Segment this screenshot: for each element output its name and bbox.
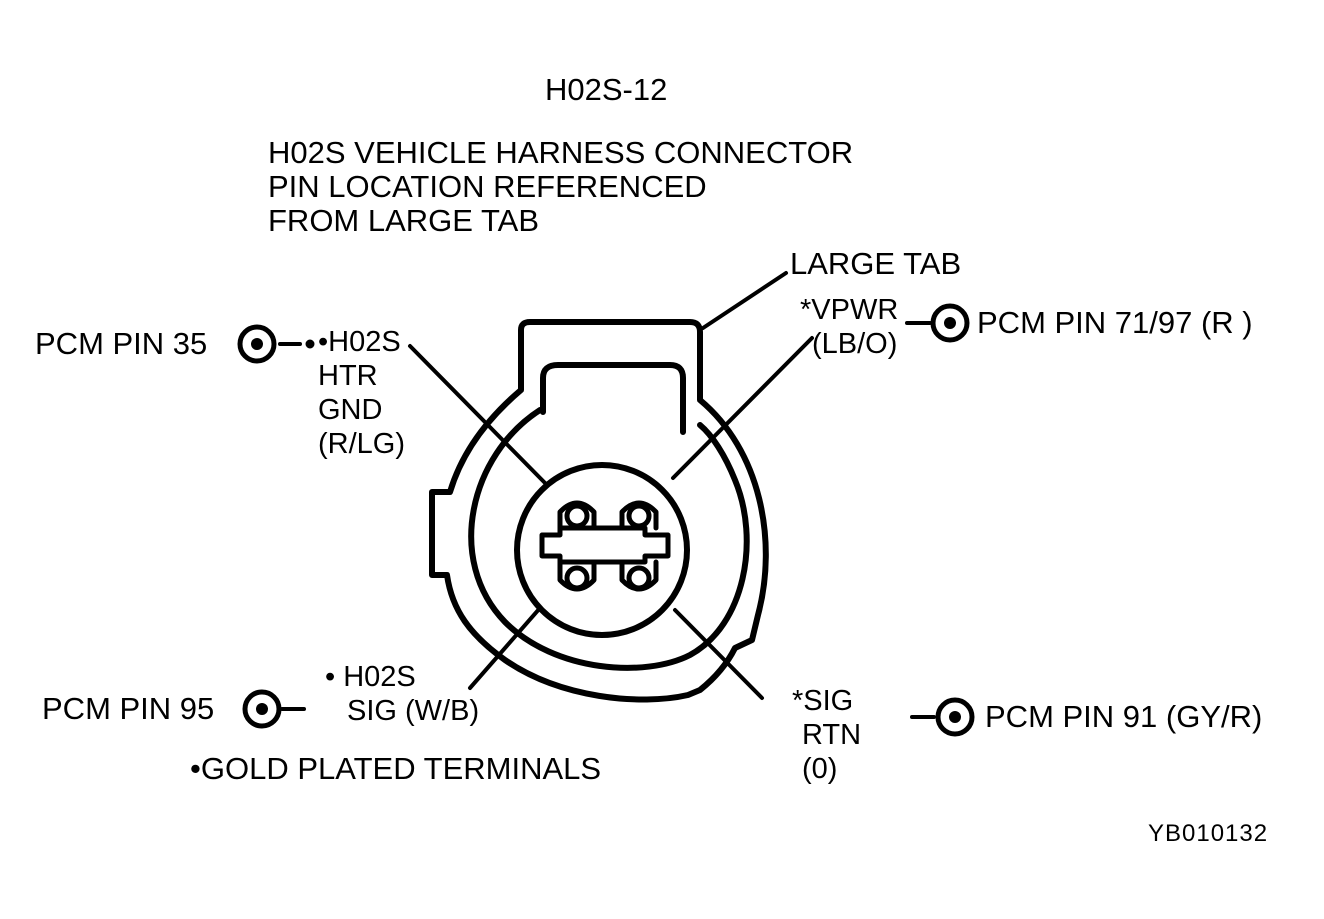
connector-outer-housing xyxy=(429,319,769,703)
leader-sig-rtn xyxy=(673,608,764,700)
circuit-line: (R/LG) xyxy=(318,428,405,460)
circuit-line: HTR xyxy=(318,360,378,392)
pcm-pin-35-symbol xyxy=(237,324,277,364)
pcm-pin-71-97-label: PCM PIN 71/97 (R ) xyxy=(977,305,1253,340)
pcm-pin-95-label: PCM PIN 95 xyxy=(42,691,215,726)
circuit-line: *VPWR xyxy=(800,294,899,326)
circuit-line: (0) xyxy=(802,753,838,785)
circuit-line: *SIG xyxy=(792,685,854,717)
leader-lines xyxy=(278,271,936,719)
diagram-description: H02S VEHICLE HARNESS CONNECTOR PIN LOCAT… xyxy=(268,136,853,238)
pcm-pin-symbols xyxy=(237,303,975,737)
pcm-pin-91-label: PCM PIN 91 (GY/R) xyxy=(985,699,1263,734)
vpwr-circuit-label: *VPWR (LB/O) xyxy=(800,293,898,361)
sig-circuit-label: • H02S SIG (W/B) xyxy=(325,660,479,728)
diagram-title: H02S-12 xyxy=(545,72,668,107)
leader-vpwr xyxy=(671,336,814,480)
terminal-bridge xyxy=(539,525,671,565)
sig-rtn-circuit-label: *SIG RTN (0) xyxy=(792,684,861,786)
pcm-pin-35-label: PCM PIN 35 xyxy=(35,326,208,361)
large-tab-label: LARGE TAB xyxy=(790,246,962,281)
circuit-line: GND xyxy=(318,394,383,426)
terminal-top-left xyxy=(557,500,597,531)
terminal-cavity xyxy=(514,462,690,638)
leader-sig xyxy=(468,606,542,690)
htr-gnd-circuit-label: •H02S HTR GND (R/LG) xyxy=(318,325,405,461)
circuit-line: (LB/O) xyxy=(812,328,898,360)
figure-id: YB010132 xyxy=(1148,820,1269,847)
terminal-top-right xyxy=(619,500,659,531)
pcm-pin-71-symbol xyxy=(930,303,970,343)
footnote-gold-plated: •GOLD PLATED TERMINALS xyxy=(190,751,602,786)
description-line: H02S VEHICLE HARNESS CONNECTOR xyxy=(268,135,854,170)
circuit-line: RTN xyxy=(802,719,862,751)
circuit-line: • H02S xyxy=(325,661,416,693)
terminal-bottom-right-pin xyxy=(626,565,652,591)
dot-pin-35 xyxy=(305,339,315,349)
circuit-line: SIG (W/B) xyxy=(347,695,480,727)
leader-htr-gnd xyxy=(408,344,549,487)
description-line: FROM LARGE TAB xyxy=(268,203,540,238)
pcm-pin-95-symbol xyxy=(242,689,282,729)
terminal-bottom-left-pin xyxy=(564,565,590,591)
connector-middle-ring xyxy=(468,407,750,671)
pcm-pin-91-symbol xyxy=(935,697,975,737)
terminal-top-left-pin xyxy=(564,503,590,529)
large-tab-inner xyxy=(540,362,686,435)
terminals xyxy=(557,500,659,592)
terminal-top-right-pin xyxy=(626,503,652,529)
circuit-line: •H02S xyxy=(318,326,401,358)
description-line: PIN LOCATION REFERENCED xyxy=(268,169,707,204)
leader-large-tab xyxy=(701,271,788,330)
